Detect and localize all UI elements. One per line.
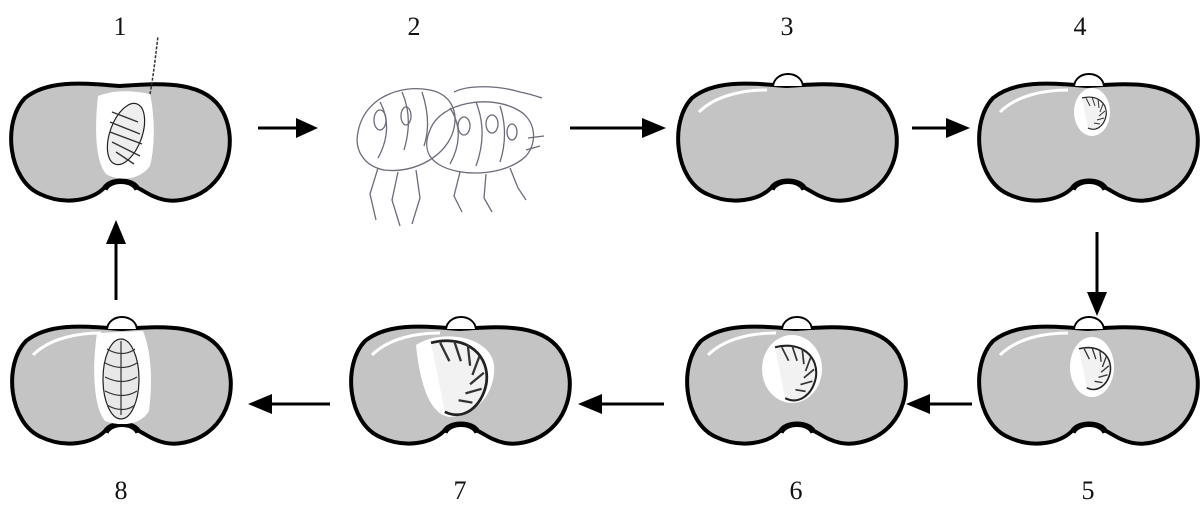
bean-with-larva-icon [979,317,1198,444]
arrow-2-to-3 [570,118,666,138]
arrow-8-to-1 [106,220,126,300]
arrow-5-to-6 [906,394,972,414]
bean-with-mature-larva-icon [351,317,570,444]
bean-with-pupa-icon [12,317,231,444]
arrow-6-to-7 [578,394,664,414]
arrow-1-to-2 [258,118,318,138]
arrow-3-to-4 [912,118,970,138]
bean-with-young-larva-icon [979,74,1198,201]
bean-with-larger-larva-icon [687,317,906,444]
adult-beetle-pair-icon [357,87,544,226]
bean-with-egg-icon [678,74,897,201]
arrow-7-to-8 [248,394,330,414]
bean-with-adult-emerging-icon [11,36,230,201]
arrow-4-to-5 [1087,232,1107,316]
